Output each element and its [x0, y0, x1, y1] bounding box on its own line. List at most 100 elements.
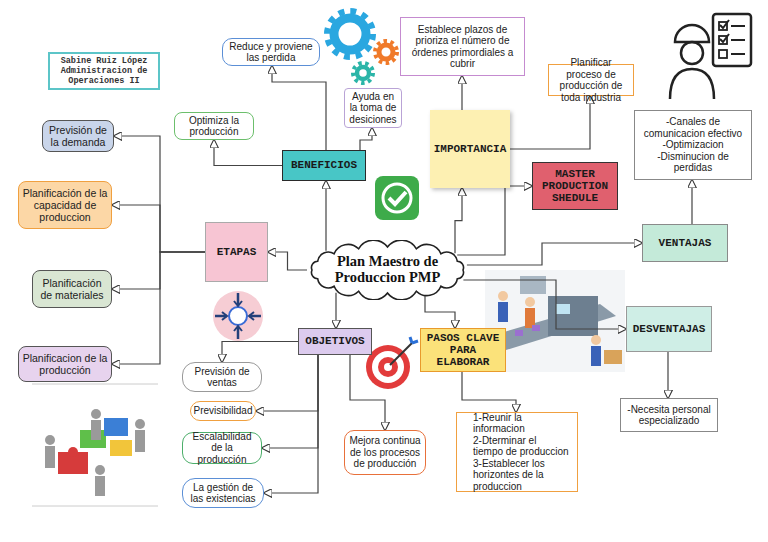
connector-arrow [262, 355, 318, 448]
detail-pill: Previsibilidad [190, 401, 256, 421]
worker-head [525, 297, 535, 307]
figure-head [135, 419, 145, 429]
figure-body [45, 446, 55, 468]
helmet [675, 25, 709, 42]
stage-box: Planificación de materiales [32, 270, 112, 308]
node-text: 3-Establecer los horizontes de la produc… [473, 458, 569, 493]
gear-body [379, 45, 393, 59]
worker-head [591, 335, 601, 345]
puzzle-piece [110, 440, 132, 456]
node-text: IMPORTANCIA [434, 143, 507, 155]
gear-body [357, 67, 369, 79]
node-text: -Necesita personal especializado [624, 404, 714, 427]
detail-pill: La gestión de las existencias [182, 478, 264, 508]
image-frame [485, 270, 625, 372]
compass-arrows [215, 293, 261, 339]
node-text: Plan Maestro de Produccion PMP [323, 254, 452, 286]
compass-heads [222, 301, 254, 331]
connector-arrow [457, 186, 532, 255]
connector-arrow [214, 140, 282, 166]
category-box: MASTER PRODUCTION SHEDULE [532, 162, 618, 210]
check-icon [375, 176, 419, 220]
node-text: La gestión de las existencias [186, 482, 260, 505]
node-text: Reduce y proviene las perdida [226, 41, 316, 64]
machine-top [520, 276, 546, 294]
node-text: Previsibilidad [194, 405, 253, 417]
worker-body [498, 302, 508, 322]
connector-arrow [462, 372, 516, 412]
node-text: 1-Reunir la informacion [473, 412, 569, 435]
stage-box: Planificación de la capacidad de producc… [18, 181, 112, 229]
sticky-note: IMPORTANCIA [430, 110, 510, 188]
figure-body [135, 430, 145, 452]
gear-teeth [353, 63, 373, 83]
check-tile [375, 176, 419, 220]
connector-arrow [350, 355, 385, 430]
figure-head [95, 465, 105, 475]
connector-arrow [467, 243, 642, 265]
category-box: OBJETIVOS [298, 328, 372, 355]
node-text: Planificacion de la producción [22, 352, 108, 376]
connector-arrow [463, 280, 626, 329]
detail-pill: Mejora continua de los procesos de produ… [344, 430, 426, 475]
product [532, 325, 540, 331]
gear-body [334, 18, 366, 50]
detail-box: Ayuda en la toma de desiciones [344, 88, 402, 128]
product [515, 330, 523, 336]
node-text: -Disminucion de perdidas [638, 151, 748, 174]
category-box: VENTAJAS [642, 224, 728, 262]
dart [390, 343, 412, 365]
list-lines [731, 26, 745, 54]
node-text: Optimiza la producción [178, 115, 250, 138]
connector-arrow [112, 252, 205, 289]
node-text: Mejora continua de los procesos de produ… [348, 435, 422, 470]
gear-icon [327, 11, 397, 83]
connector-arrow [335, 293, 336, 328]
category-box: BENEFICIOS [282, 150, 366, 181]
node-text: Previsión de la demanda [46, 124, 110, 148]
figure-head [91, 409, 101, 419]
node-text: ETAPAS [217, 246, 257, 258]
puzzle-illustration [32, 384, 158, 506]
node-text: OBJETIVOS [305, 335, 364, 347]
detail-box: Planificar proceso de producción de toda… [548, 64, 634, 96]
detail-box: -Necesita personal especializado [620, 398, 718, 432]
node-text: Sabine Ruiz López Administracion de Oper… [53, 56, 155, 87]
category-box: DESVENTAJAS [626, 306, 712, 352]
node-text: MASTER PRODUCTION SHEDULE [536, 168, 614, 204]
node-text: Previsión de ventas [186, 366, 258, 389]
list-box: -Canales de comunicacion efectivo-Optimi… [634, 110, 752, 180]
connector-arrow [691, 180, 692, 224]
checkbox [719, 50, 727, 58]
node-text: -Canales de comunicacion efectivo [638, 116, 748, 139]
gear-teeth [327, 11, 373, 57]
node-text: Escalabilidad de la producción [186, 431, 258, 466]
figure-head [45, 435, 55, 445]
carton-box [604, 350, 622, 364]
node-text: -Optimizacion [662, 139, 723, 151]
connector-arrow [455, 188, 462, 253]
compass-icon [213, 291, 263, 341]
conveyor-illustration [485, 270, 625, 372]
stage-box: Planificacion de la producción [18, 346, 112, 382]
figure-body [95, 476, 105, 496]
connector-arrow [222, 342, 298, 363]
node-text: VENTAJAS [659, 237, 712, 249]
central-cloud: Plan Maestro de Produccion PMP [305, 240, 470, 300]
detail-pill: Previsión de ventas [182, 362, 262, 392]
stage-box: Previsión de la demanda [42, 120, 114, 152]
clipboard [713, 14, 751, 66]
author-box: Sabine Ruiz López Administracion de Oper… [48, 52, 160, 90]
ticks [720, 20, 729, 42]
node-text: BENEFICIOS [291, 159, 357, 171]
head [681, 42, 703, 64]
category-box: PASOS CLAVE PARA ELABORAR [420, 328, 506, 372]
list-box: 1-Reunir la informacion2-Dterminar el ti… [456, 412, 578, 492]
node-text: DESVENTAJAS [633, 323, 706, 335]
detail-box: Optimiza la producción [174, 112, 254, 140]
connector-arrow [112, 252, 205, 364]
connector-arrow [272, 66, 326, 150]
category-box: ETAPAS [205, 222, 268, 282]
detail-box: Reduce y proviene las perdida [222, 38, 320, 66]
